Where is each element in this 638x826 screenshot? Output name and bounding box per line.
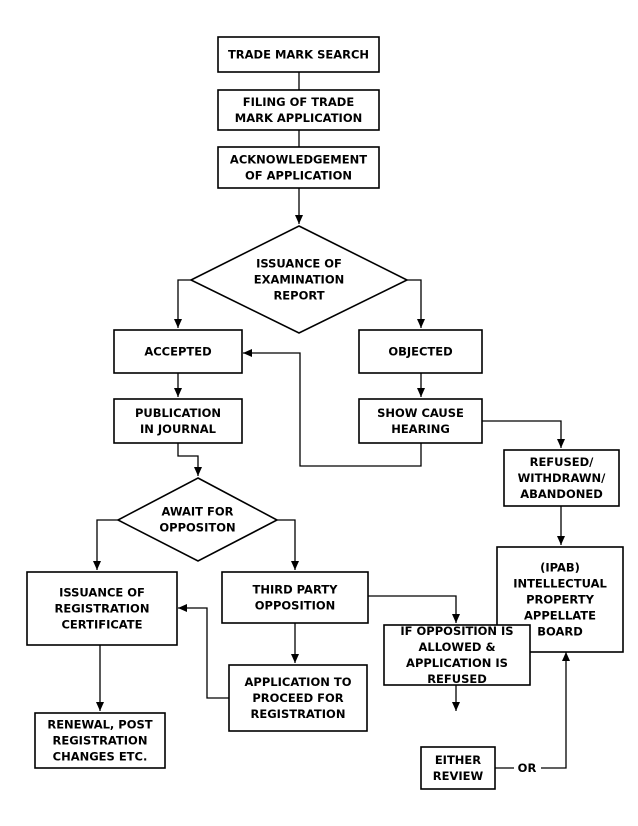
node-label-line: EITHER xyxy=(435,753,481,767)
node-label-line: ACCEPTED xyxy=(144,345,211,359)
node-label-line: REGISTRATION xyxy=(55,602,150,616)
edge-examination-to-objected xyxy=(407,279,425,328)
edge-show-cause-to-refused xyxy=(482,420,565,448)
node-label-line: OF APPLICATION xyxy=(245,169,352,183)
node-label-line: IF OPPOSITION IS xyxy=(400,624,513,638)
edge-third-party-to-opposition-allowed xyxy=(368,595,460,623)
node-label-line: REFUSED/ xyxy=(530,455,595,469)
node-label-line: AWAIT FOR xyxy=(161,505,233,519)
node-label-line: PROPERTY xyxy=(526,593,595,607)
edge-review-to-ipab xyxy=(495,652,566,769)
edge-show-cause-to-accepted xyxy=(243,349,422,467)
edge-proceed-to-issuance xyxy=(178,604,229,699)
objected-box: OBJECTED xyxy=(358,329,483,374)
node-label-line: APPLICATION IS xyxy=(406,656,508,670)
edge-await-to-third-party xyxy=(277,519,299,570)
publication-box: PUBLICATION IN JOURNAL xyxy=(113,398,243,444)
trade-mark-search-box: TRADE MARK SEARCH xyxy=(217,36,380,73)
node-label-line: (IPAB) xyxy=(540,561,580,575)
node-label-line: TRADE MARK SEARCH xyxy=(228,48,369,62)
node-label-line: CHANGES ETC. xyxy=(53,750,148,764)
issuance-certificate-box: ISSUANCE OF REGISTRATION CERTIFICATE xyxy=(26,571,178,646)
opposition-allowed-box: IF OPPOSITION IS ALLOWED & APPLICATION IS R… xyxy=(383,624,531,686)
node-label-line: REGISTRATION xyxy=(53,734,148,748)
node-label-line: THIRD PARTY xyxy=(253,583,339,597)
edge-examination-to-accepted xyxy=(174,279,191,328)
node-label-line: OPPOSITION xyxy=(255,599,336,613)
renewal-box: RENEWAL, POST REGISTRATION CHANGES ETC. xyxy=(34,712,166,769)
node-label-line: FILING OF TRADE xyxy=(243,95,355,109)
node-label-line: EXAMINATION xyxy=(254,273,345,287)
node-label-line: OPPOSITON xyxy=(159,521,235,535)
proceed-registration-box: APPLICATION TO PROCEED FOR REGISTRATION xyxy=(228,664,368,732)
node-label-line: REGISTRATION xyxy=(251,707,346,721)
filing-application-box: FILING OF TRADE MARK APPLICATION xyxy=(217,89,380,131)
node-label-line: ISSUANCE OF xyxy=(59,586,145,600)
examination-report-decision: ISSUANCE OF EXAMINATION REPORT xyxy=(189,225,409,334)
node-label-line: WITHDRAWN/ xyxy=(518,471,607,485)
node-label-line: PROCEED FOR xyxy=(252,691,343,705)
node-label-line: REFUSED xyxy=(427,672,487,686)
node-label-line: IN JOURNAL xyxy=(140,422,217,436)
node-label-line: RENEWAL, POST xyxy=(47,718,152,732)
node-label-line: REPORT xyxy=(273,289,324,303)
or-label: OR xyxy=(518,761,537,775)
node-label-line: SHOW CAUSE xyxy=(377,406,464,420)
node-label-line: PUBLICATION xyxy=(135,406,221,420)
node-label-line: MARK APPLICATION xyxy=(235,111,362,125)
acknowledgement-box: ACKNOWLEDGEMENT OF APPLICATION xyxy=(217,146,380,189)
edge-publication-to-await xyxy=(177,443,202,476)
either-review-box: EITHER REVIEW xyxy=(420,746,496,790)
node-label-line: ALLOWED & xyxy=(418,640,495,654)
node-label-line: BOARD xyxy=(537,625,583,639)
node-label-line: OBJECTED xyxy=(388,345,452,359)
node-label-line: ISSUANCE OF xyxy=(256,257,342,271)
node-label-line: REVIEW xyxy=(433,769,484,783)
third-party-opposition-box: THIRD PARTY OPPOSITION xyxy=(221,571,369,624)
node-label-line: ACKNOWLEDGEMENT xyxy=(230,153,367,167)
refused-withdrawn-box: REFUSED/WITHDRAWN/ABANDONED xyxy=(503,449,620,507)
node-label-line: CERTIFICATE xyxy=(61,618,142,632)
node-label-line: HEARING xyxy=(391,422,450,436)
node-label-line: ABANDONED xyxy=(520,487,603,501)
show-cause-box: SHOW CAUSE HEARING xyxy=(358,398,483,444)
node-label-line: APPELLATE xyxy=(524,609,596,623)
accepted-box: ACCEPTED xyxy=(113,329,243,374)
await-opposition-decision: AWAIT FOR OPPOSITON xyxy=(116,477,279,562)
node-label-line: INTELLECTUAL xyxy=(513,577,607,591)
node-label-line: APPLICATION TO xyxy=(245,675,352,689)
edge-await-to-issuance xyxy=(93,519,118,570)
